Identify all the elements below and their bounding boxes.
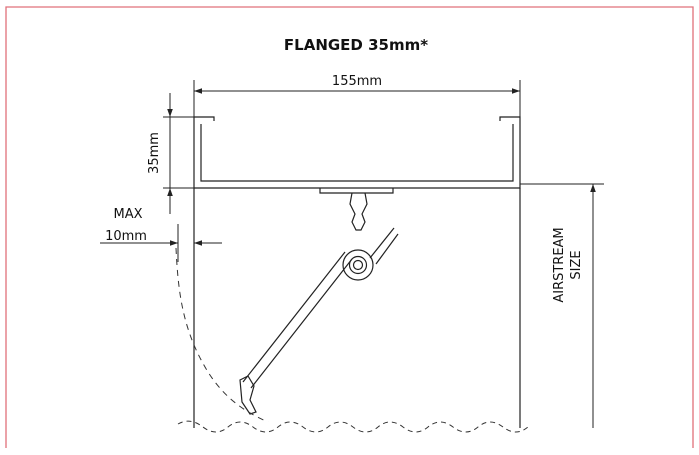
- airstream-label-1: AIRSTREAM: [552, 227, 567, 302]
- flange-profile: [193, 116, 521, 428]
- width-dimension: 155mm: [193, 74, 521, 200]
- frame-border: [5, 6, 694, 448]
- height-dimension-label: 35mm: [147, 132, 162, 174]
- damper-blade: [239, 227, 399, 415]
- airstream-dimension: AIRSTREAM SIZE: [520, 183, 604, 428]
- width-dimension-label: 155mm: [332, 74, 382, 89]
- break-line: [177, 420, 529, 433]
- airstream-label-2: SIZE: [569, 250, 584, 279]
- swing-arc: [175, 247, 269, 423]
- drawing-title: FLANGED 35mm*: [284, 36, 428, 54]
- max-label: MAX: [113, 207, 142, 222]
- max-gap-dimension: MAX 10mm: [100, 207, 222, 262]
- centre-clip: [319, 188, 394, 231]
- max-value: 10mm: [105, 229, 147, 244]
- height-dimension: 35mm: [147, 93, 213, 214]
